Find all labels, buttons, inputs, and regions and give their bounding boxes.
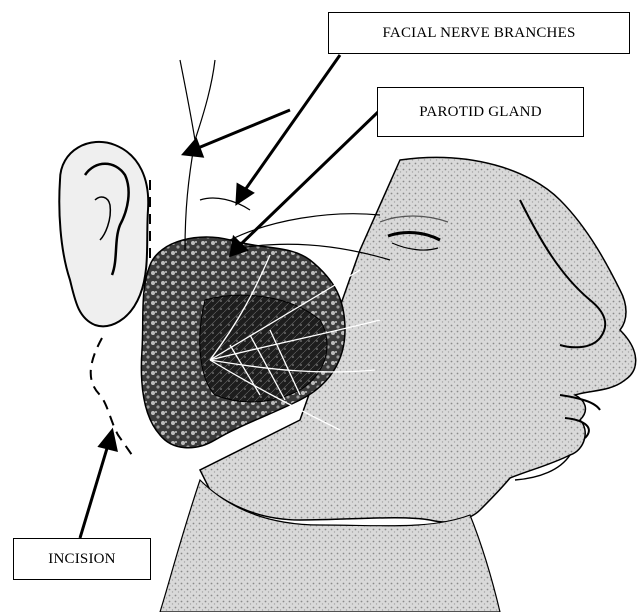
nerve-trunks-upper: [180, 60, 390, 260]
parotid-gland-label: PAROTID GLAND: [377, 87, 584, 137]
facial-nerve-branches-label: FACIAL NERVE BRANCHES: [328, 12, 630, 54]
ear: [59, 142, 148, 326]
incision-label: INCISION: [13, 538, 151, 580]
